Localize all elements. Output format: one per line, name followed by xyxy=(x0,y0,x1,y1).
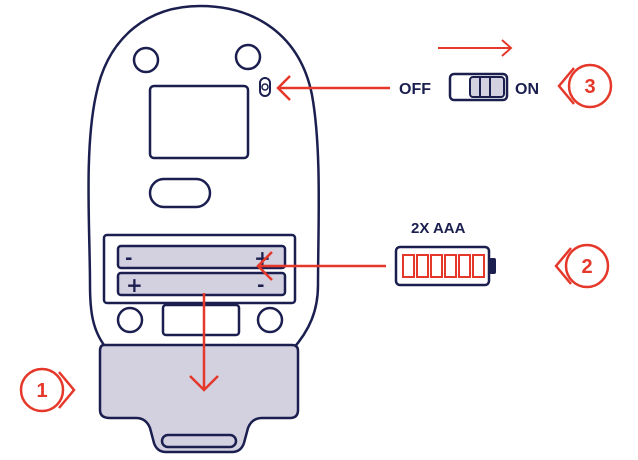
svg-text:1: 1 xyxy=(36,380,47,402)
battery-icon xyxy=(394,245,496,287)
bottom-slot xyxy=(161,303,241,337)
arrow-left-icon-switch xyxy=(276,75,390,101)
switch-diagram: OFF ON xyxy=(399,72,539,102)
foot-top-left xyxy=(132,46,160,74)
cell-top-plus: + xyxy=(254,246,271,270)
battery-bay xyxy=(102,233,297,305)
battery-cell-top xyxy=(116,244,287,270)
svg-text:3: 3 xyxy=(584,76,595,98)
callout-1: 1 xyxy=(19,367,76,413)
battery-cover xyxy=(98,343,300,454)
battery-spec-label: 2X AAA xyxy=(411,220,466,237)
cover-grip-slot xyxy=(160,433,238,449)
arrow-left-icon-batteries xyxy=(256,251,386,281)
logo-oval xyxy=(148,177,212,209)
cell-bottom-plus: + xyxy=(126,273,143,297)
switch-icon xyxy=(448,72,509,102)
switch-off-label: OFF xyxy=(399,81,431,98)
foot-bottom-right xyxy=(256,306,284,334)
callout-2: 2 xyxy=(554,243,610,289)
svg-text:2: 2 xyxy=(581,256,592,278)
arrow-right-icon xyxy=(438,39,513,57)
foot-bottom-left xyxy=(116,306,144,334)
power-switch-knob xyxy=(261,83,269,91)
sensor-window xyxy=(148,84,250,160)
battery-spec: 2X AAA xyxy=(394,220,496,287)
cell-bottom-minus: - xyxy=(257,275,264,296)
power-switch-slot xyxy=(259,77,271,97)
foot-top-right xyxy=(234,43,262,71)
arrow-down-icon xyxy=(189,293,219,392)
batteries: - + + - xyxy=(116,244,287,297)
battery-cell-bottom xyxy=(116,271,287,297)
cell-top-minus: - xyxy=(125,248,132,269)
switch-on-label: ON xyxy=(515,81,539,98)
callout-3: 3 xyxy=(557,63,613,109)
